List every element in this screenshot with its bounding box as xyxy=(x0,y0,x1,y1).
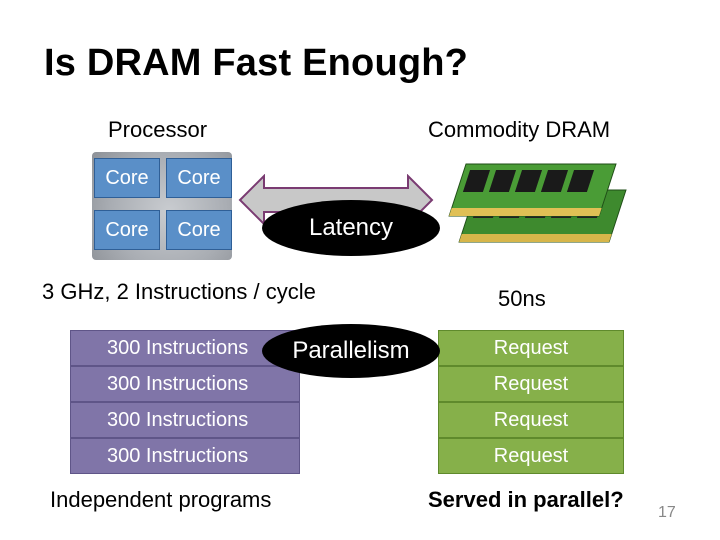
slide-number: 17 xyxy=(658,504,676,521)
core-box: Core xyxy=(166,210,232,250)
processor-chip-image: Core Core Core Core xyxy=(92,152,232,260)
request-box: Request xyxy=(438,366,624,402)
processor-label: Processor xyxy=(108,117,208,142)
instruction-box: 300 Instructions xyxy=(70,330,300,366)
request-box: Request xyxy=(438,438,624,474)
independent-programs-label: Independent programs xyxy=(50,487,272,512)
core-box: Core xyxy=(94,158,160,198)
instruction-box: 300 Instructions xyxy=(70,366,300,402)
dram-module-image xyxy=(448,163,627,243)
request-box: Request xyxy=(438,330,624,366)
slide-title: Is DRAM Fast Enough? xyxy=(44,42,469,84)
core-box: Core xyxy=(94,210,160,250)
core-box: Core xyxy=(166,158,232,198)
instruction-box: 300 Instructions xyxy=(70,438,300,474)
request-box: Request xyxy=(438,402,624,438)
processor-spec: 3 GHz, 2 Instructions / cycle xyxy=(42,279,316,304)
dram-label: Commodity DRAM xyxy=(428,117,611,142)
instruction-box: 300 Instructions xyxy=(70,402,300,438)
dram-latency-spec: 50ns xyxy=(498,286,546,311)
parallelism-oval: Parallelism xyxy=(262,324,440,378)
latency-oval: Latency xyxy=(262,200,440,256)
served-in-parallel-label: Served in parallel? xyxy=(428,487,624,512)
